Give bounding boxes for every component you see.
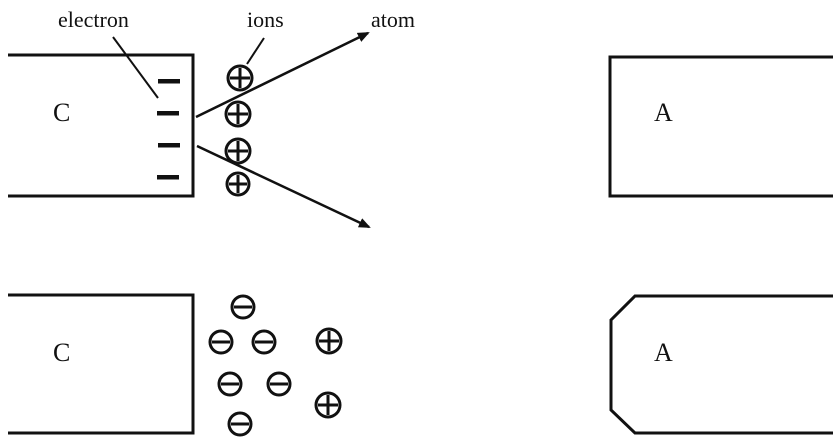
bottom-cathode-outline [8,293,195,435]
bottom-cathode-label: C [53,338,70,367]
electron-2 [157,111,179,116]
bottom-positive-particle-1 [315,327,343,355]
positive-ion-2 [224,100,252,128]
negative-particle-3 [251,329,277,355]
atom-arrow-up [195,31,370,119]
ions-label: ions [247,7,284,32]
top-electrons [157,79,180,180]
top-cathode-outline [8,53,195,198]
bottom-anode-label: A [654,338,673,367]
electron-1 [158,79,180,84]
top-cathode-label: C [53,98,70,127]
electron-3 [158,143,180,148]
bottom-anode-outline [609,294,833,435]
ions-leader-line [246,37,265,65]
negative-particle-5 [266,371,292,397]
top-panel: C [8,7,833,229]
top-anode-label: A [654,98,673,127]
positive-ion-4 [225,171,251,197]
atom-label: atom [371,7,415,32]
positive-ion-1 [226,64,254,92]
bottom-positive-particles [314,327,343,419]
top-positive-ions [224,64,254,197]
bottom-negative-particles [208,294,292,437]
negative-particle-1 [230,294,256,320]
electron-label: electron [58,7,129,32]
top-anode-outline [608,55,833,198]
electron-4 [157,175,179,180]
negative-particle-2 [208,329,234,355]
negative-particle-6 [227,411,253,437]
bottom-panel: C [8,293,833,437]
bottom-positive-particle-2 [314,391,342,419]
negative-particle-4 [217,371,243,397]
positive-ion-3 [224,137,252,165]
electron-leader-line [112,36,159,99]
atom-arrow-down [196,144,371,229]
